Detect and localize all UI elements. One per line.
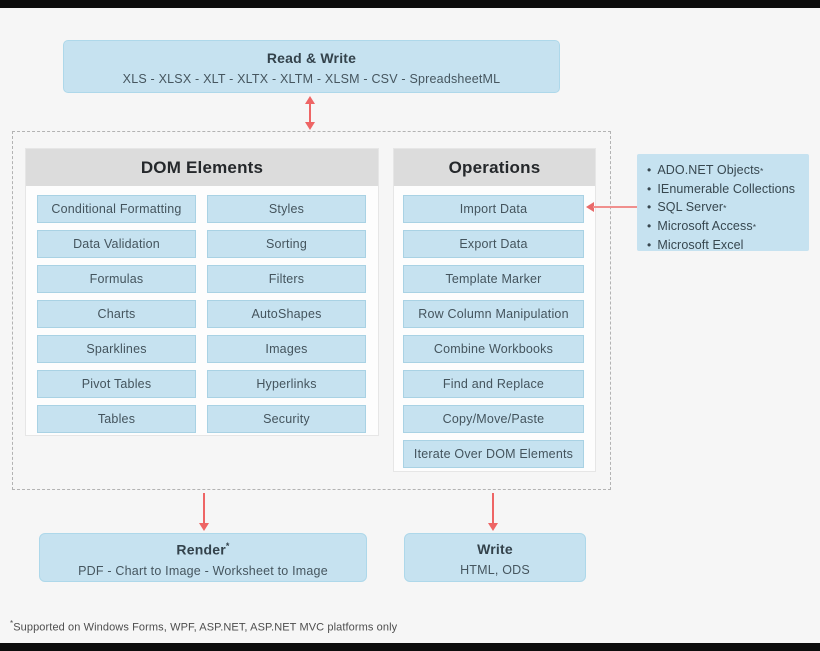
data-source-label: IEnumerable Collections — [657, 182, 796, 196]
dom-element-item: Filters — [207, 265, 366, 293]
read-write-sync-arrow-icon — [303, 96, 317, 130]
write-title: Write — [477, 541, 513, 557]
letterbox-bottom — [0, 643, 820, 651]
bullet-icon: • — [647, 182, 652, 196]
dom-element-item: Tables — [37, 405, 196, 433]
bullet-icon: • — [647, 200, 652, 214]
data-source-label: ADO.NET Objects — [657, 163, 760, 177]
dom-element-item: Security — [207, 405, 366, 433]
operation-item: Combine Workbooks — [403, 335, 584, 363]
footnote-marker: * — [225, 541, 230, 551]
engine-container — [12, 131, 611, 490]
render-title: Render* — [176, 541, 230, 558]
operation-item: Import Data — [403, 195, 584, 223]
dom-element-item: Images — [207, 335, 366, 363]
operation-item: Find and Replace — [403, 370, 584, 398]
dom-element-item: Conditional Formatting — [37, 195, 196, 223]
operations-header: Operations — [394, 149, 595, 186]
dom-elements-panel: DOM Elements Conditional Formatting Style… — [25, 148, 379, 436]
write-formats: HTML, ODS — [460, 563, 530, 577]
arrowhead-down-icon — [199, 523, 209, 531]
footnote-marker: * — [723, 203, 727, 213]
dom-element-item: Charts — [37, 300, 196, 328]
operation-item: Row Column Manipulation — [403, 300, 584, 328]
footnote-marker: * — [10, 619, 14, 628]
render-formats: PDF - Chart to Image - Worksheet to Imag… — [78, 563, 328, 578]
write-arrow-icon — [488, 493, 498, 531]
render-arrow-icon — [199, 493, 209, 531]
bullet-icon: • — [647, 238, 652, 252]
data-source-item: • Microsoft Access* — [647, 217, 805, 236]
data-source-label: Microsoft Excel — [657, 238, 744, 252]
letterbox-top — [0, 0, 820, 8]
arrowhead-down-icon — [488, 523, 498, 531]
dom-element-item: Sparklines — [37, 335, 196, 363]
data-source-item: • ADO.NET Objects* — [647, 161, 805, 180]
data-sources-box: •ADO.NET Objects*•IEnumerable Collection… — [637, 154, 809, 254]
render-box: Render* PDF - Chart to Image - Worksheet… — [39, 533, 367, 582]
data-source-label: SQL Server — [657, 200, 724, 214]
dom-element-item: Styles — [207, 195, 366, 223]
data-source-label: Microsoft Access — [657, 219, 753, 233]
operation-item: Export Data — [403, 230, 584, 258]
operation-item: Iterate Over DOM Elements — [403, 440, 584, 468]
footnote: *Supported on Windows Forms, WPF, ASP.NE… — [10, 619, 398, 634]
data-source-item: • Microsoft Excel — [647, 236, 805, 254]
read-write-title: Read & Write — [266, 50, 357, 66]
data-source-item: • SQL Server* — [647, 198, 805, 217]
dom-element-item: Formulas — [37, 265, 196, 293]
dom-elements-header: DOM Elements — [26, 149, 378, 186]
operation-item: Template Marker — [403, 265, 584, 293]
arrowhead-down-icon — [305, 122, 315, 130]
bullet-icon: • — [647, 219, 652, 233]
read-write-box: Read & Write XLS - XLSX - XLT - XLTX - X… — [63, 40, 560, 93]
dom-element-item: Data Validation — [37, 230, 196, 258]
data-source-item: • IEnumerable Collections — [647, 180, 805, 198]
arrowhead-left-icon — [586, 202, 594, 212]
footnote-marker: * — [760, 166, 764, 176]
operation-item: Copy/Move/Paste — [403, 405, 584, 433]
bullet-icon: • — [647, 163, 652, 177]
dom-element-item: Sorting — [207, 230, 366, 258]
footnote-marker: * — [752, 222, 757, 232]
write-box: Write HTML, ODS — [404, 533, 586, 582]
arrowhead-up-icon — [305, 96, 315, 104]
read-write-formats: XLS - XLSX - XLT - XLTX - XLTM - XLSM - … — [122, 72, 501, 86]
dom-element-item: AutoShapes — [207, 300, 366, 328]
dom-element-item: Pivot Tables — [37, 370, 196, 398]
import-data-arrow-icon — [586, 202, 637, 212]
dom-element-item: Hyperlinks — [207, 370, 366, 398]
